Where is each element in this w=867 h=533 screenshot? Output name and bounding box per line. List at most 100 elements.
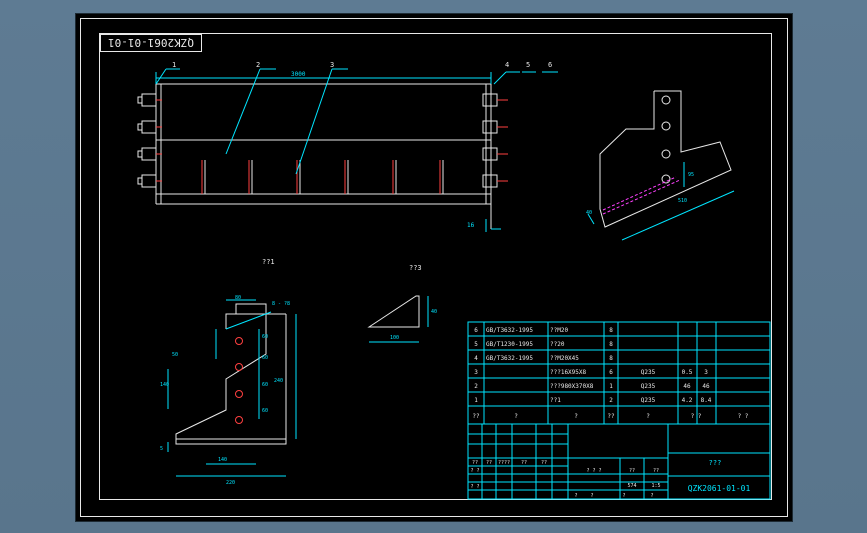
iso-dim-b: 510 [678,198,687,204]
bom-cell: 4.2 [682,397,693,404]
iso-hidden [602,176,681,215]
det-dim-left3: 5 [160,446,163,452]
det-dim-left2: 50 [172,352,178,358]
iso-bracket [599,90,732,228]
rib-dim-h: 40 [431,309,437,315]
bom-cell: 8.4 [701,397,712,404]
dim-main-width: 3000 [291,71,306,78]
title-block [467,423,771,500]
bom-header-cell: ? ? [691,413,702,420]
bom-cell: ??1 [550,397,561,404]
tb-cell: ? ? [470,484,479,490]
det-dim-r2: 60 [262,355,268,361]
part-name: ??? [709,459,722,467]
iso-dims [587,162,735,241]
bom-cell: ???16X95X8 [550,369,587,376]
bom-cell: 5 [474,341,478,348]
tb-cell: ?? [521,460,527,466]
balloon-6: 6 [548,61,552,69]
bom-cell: 8 [609,341,613,348]
tb-sheet: ? [622,493,625,499]
tb-cell: ?? [472,460,478,466]
det-dim-left: 140 [160,382,169,388]
bom-cell: 1 [474,397,478,404]
bom-header-cell: ?? [607,413,615,420]
tb-scale-hdr: ?? [653,468,659,474]
tb-sheet: ? [650,493,653,499]
det-dim-r3: 60 [262,382,268,388]
tb-cell: ???? [498,460,510,466]
bom-cell: GB/T3632-1995 [486,355,533,362]
bom-table [467,321,771,425]
tb-cell: ? ? [470,468,479,474]
det-dim-bottom2: 220 [226,480,235,486]
bom-header-cell: ? [514,413,518,420]
tb-scale-hdr: ? ? ? [586,468,601,474]
bom-header-cell: ? [574,413,578,420]
bom-cell: Q235 [641,383,656,390]
bom-cell: 3 [704,369,708,376]
tb-scale-hdr: ?? [629,468,635,474]
bom-cell: 6 [474,327,478,334]
leaders [155,68,558,175]
bom-cell: 0.5 [682,369,693,376]
bom-header-cell: ? ? [738,413,749,420]
balloon-1: 1 [172,61,176,69]
inner-frame [99,33,772,500]
tb-scale-val: 574 [627,483,636,489]
rib-dim-w: 100 [390,335,399,341]
det-dim-r4: 60 [262,408,268,414]
bom-cell: ??M20X45 [550,355,579,362]
bom-cell: ??M20 [550,327,568,334]
det-dim-r1: 60 [262,334,268,340]
bom-header-cell: ?? [472,413,480,420]
dim-main-right: 16 [467,222,475,229]
front-bolts-left [137,93,162,188]
front-view [155,83,492,229]
bom-cell: 8 [609,355,613,362]
bom-cell: ??20 [550,341,565,348]
label-view-1: ??1 [262,258,275,266]
bom-cell: 2 [609,397,613,404]
rib-dims [369,296,429,343]
bom-cell: 8 [609,327,613,334]
rib-view [367,295,420,328]
bom-cell: Q235 [641,397,656,404]
front-dim-right [485,219,501,232]
bom-cell: GB/T1230-1995 [486,341,533,348]
outer-frame [80,18,788,517]
tb-sheet: ? [590,493,593,499]
bom-cell: 46 [702,383,710,390]
cad-canvas: QZK2061-01-01 3000 16 [80,18,788,517]
bom-cell: 4 [474,355,478,362]
bom-header-cell: ? [646,413,650,420]
drawing-code: QZK2061-01-01 [688,484,751,493]
tb-scale-val: 1:5 [651,483,660,489]
bom-cell: ???980X370X8 [550,383,594,390]
det-dim-top: 80 [235,295,241,301]
bom-cell: 2 [474,383,478,390]
front-ribs [201,160,444,194]
tb-cell: ?? [486,460,492,466]
iso-dim-a: 40 [586,210,592,216]
title-stamp: QZK2061-01-01 [100,34,202,52]
drawing-sheet: QZK2061-01-01 3000 16 [75,13,793,522]
tb-cell: ?? [541,460,547,466]
detail-part1 [175,303,287,445]
front-dim-top [155,72,492,84]
det-dim-top2: 8 - ?8 [272,301,290,307]
det-dim-right: 240 [274,378,283,384]
balloon-4: 4 [505,61,509,69]
bom-cell: Q235 [641,369,656,376]
bom-cell: 1 [609,383,613,390]
det-dim-bottom1: 140 [218,457,227,463]
bom-cell: 46 [683,383,691,390]
detail-dims [167,299,297,477]
bom-cell: GB/T3632-1995 [486,327,533,334]
bom-cell: 6 [609,369,613,376]
balloon-2: 2 [256,61,260,69]
balloon-5: 5 [526,61,530,69]
bom-cell: 3 [474,369,478,376]
